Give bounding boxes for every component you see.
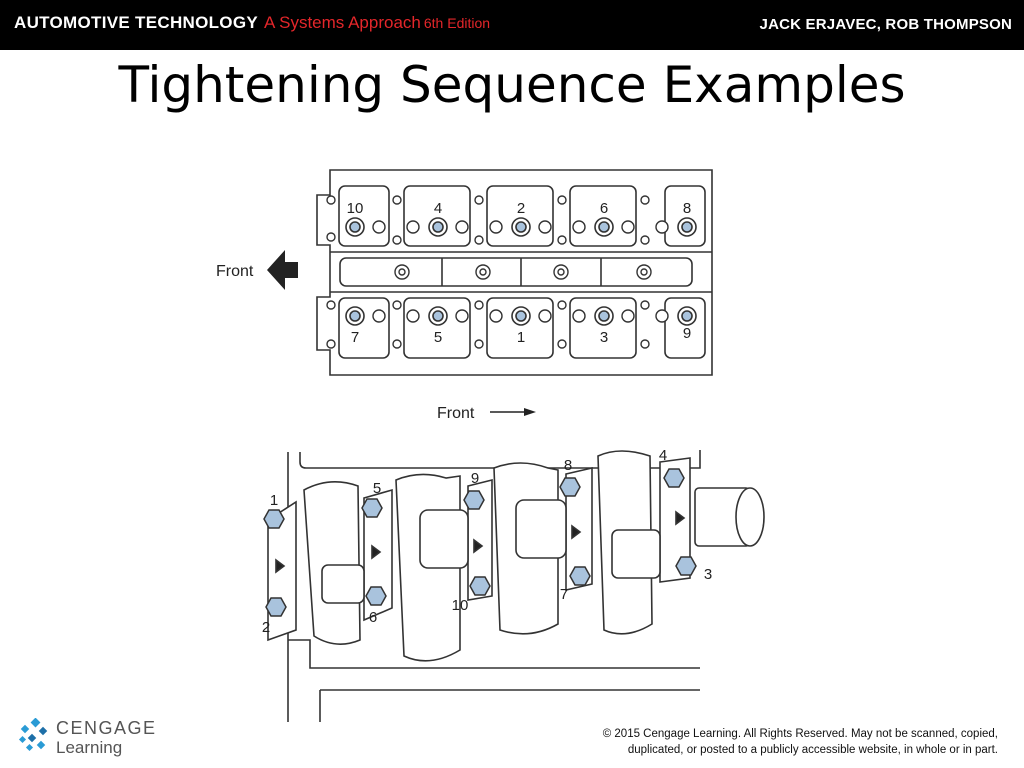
main-bolt (265, 597, 287, 617)
crank-number: 8 (564, 457, 572, 474)
main-bolt (463, 490, 485, 510)
crank-number: 10 (452, 597, 469, 614)
book-authors: JACK ERJAVEC, ROB THOMPSON (759, 16, 1012, 33)
crank-front-label: Front (437, 405, 475, 422)
crank-sequence-numbers: 1 2 5 6 9 10 8 7 4 3 (262, 447, 712, 636)
main-bolt (263, 509, 285, 529)
head-number: 1 (517, 329, 525, 346)
head-number: 8 (683, 200, 691, 217)
head-number: 3 (600, 329, 608, 346)
main-bolt (365, 586, 387, 606)
head-number: 9 (683, 325, 691, 342)
head-number: 5 (434, 329, 442, 346)
main-bolt (469, 576, 491, 596)
slide-title: Tightening Sequence Examples (118, 56, 906, 114)
main-bolt (663, 468, 685, 488)
cengage-logo-text: CENGAGE Learning (56, 718, 157, 758)
head-number: 2 (517, 200, 525, 217)
head-number: 4 (434, 200, 442, 217)
logo-line1: CENGAGE (56, 718, 157, 738)
copyright-line1: © 2015 Cengage Learning. All Rights Rese… (602, 728, 998, 740)
front-arrow-right-icon (490, 408, 536, 416)
copyright-line2: duplicated, or posted to a publicly acce… (627, 744, 998, 756)
head-sequence-numbers: 10 4 2 6 8 7 5 1 3 9 (347, 200, 692, 346)
main-cap-bolts (263, 468, 697, 617)
copyright-notice: © 2015 Cengage Learning. All Rights Rese… (558, 726, 998, 758)
head-number: 6 (600, 200, 608, 217)
cengage-logo-icon (18, 718, 48, 752)
head-number: 10 (347, 200, 364, 217)
book-edition: 6th Edition (423, 15, 491, 31)
head-number: 7 (351, 329, 359, 346)
logo-line2: Learning (56, 738, 123, 757)
crank-number: 3 (704, 566, 712, 583)
crank-number: 2 (262, 619, 270, 636)
crankshaft-diagram (267, 450, 765, 722)
crank-number: 9 (471, 470, 479, 487)
book-subtitle: A Systems Approach (264, 13, 421, 32)
crank-number: 1 (270, 492, 278, 509)
crank-number: 6 (369, 609, 377, 626)
main-bolt (569, 566, 591, 586)
head-small-holes (326, 195, 669, 349)
main-bolt (675, 556, 697, 576)
main-bolt (361, 498, 383, 518)
crank-number: 4 (659, 447, 667, 464)
crank-number: 5 (373, 480, 381, 497)
head-bolts (345, 217, 697, 326)
main-bolt (559, 477, 581, 497)
crank-number: 7 (560, 586, 568, 603)
book-title: AUTOMOTIVE TECHNOLOGY (14, 13, 258, 32)
head-front-label: Front (216, 263, 254, 280)
front-arrow-left-icon (267, 250, 298, 290)
